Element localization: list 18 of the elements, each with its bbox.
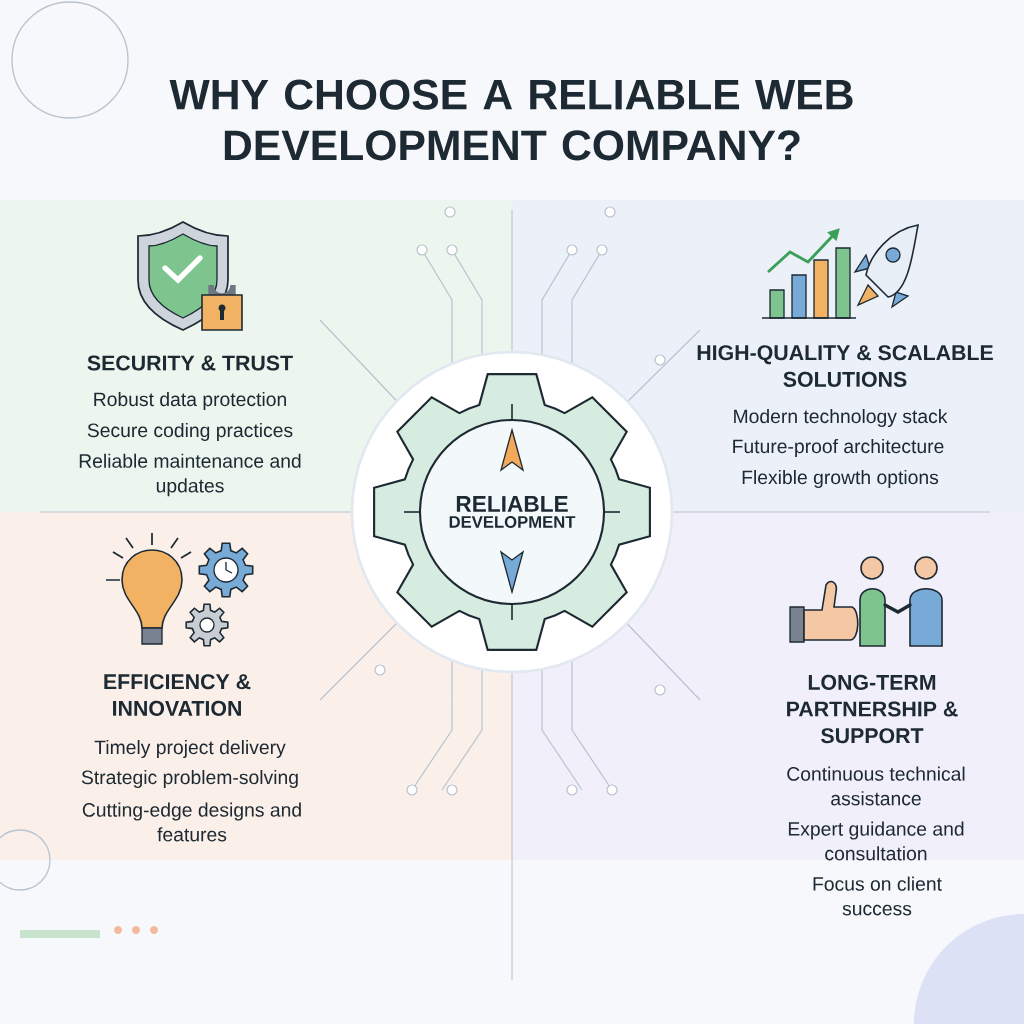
body-text: Expert guidance and consultation [788, 821, 964, 861]
body-text: Strategic problem-solving [81, 770, 298, 788]
body-text: Modern technology stack [734, 409, 948, 427]
body-text: Continuous technical assistance [787, 766, 965, 806]
body-text: Focus on client success [813, 876, 942, 916]
gear: RELIABLE DEVELOPMENT [373, 373, 651, 651]
body-text: Reliable maintenance and updates [79, 453, 301, 497]
heading: HIGH-QUALITY & SCALABLE SOLUTIONS [697, 345, 993, 387]
body-text: Cutting-edge designs and features [82, 802, 301, 842]
heading: SECURITY & TRUST [87, 355, 293, 371]
body-text: Future-proof architecture [733, 439, 944, 457]
body-text: Robust data protection [94, 392, 286, 410]
title: WHY CHOOSE A RELIABLE WEB DEVELOPMENT COMPANY? [169, 79, 853, 161]
heading: LONG-TERM PARTNERSHIP & SUPPORT [787, 674, 958, 744]
body-text: Flexible growth options [742, 470, 939, 488]
body-text: Timely project delivery [94, 740, 286, 758]
heading: EFFICIENCY & INNOVATION [104, 674, 251, 716]
body-text: Secure coding practices [87, 423, 293, 441]
